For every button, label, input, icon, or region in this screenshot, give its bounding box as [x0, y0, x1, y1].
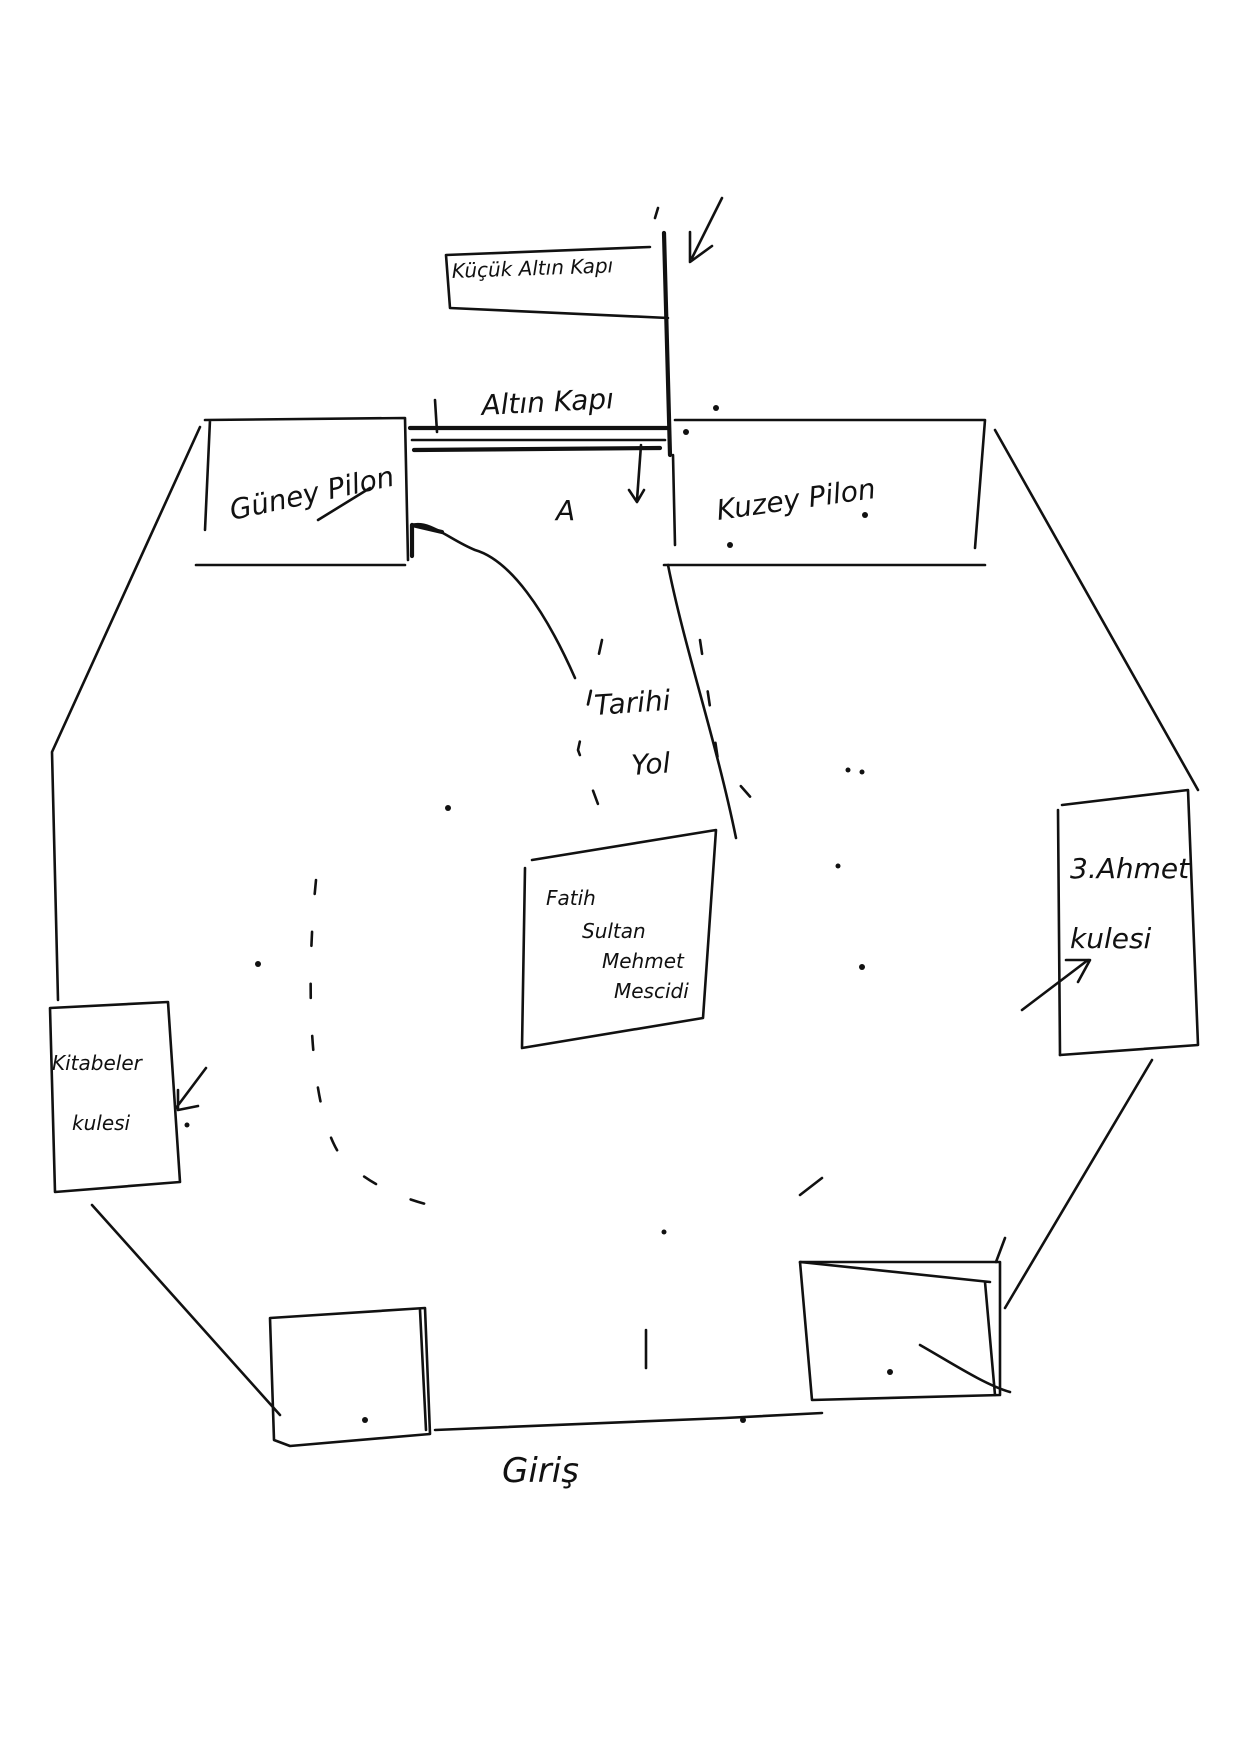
fatih-label-4: Mescidi	[614, 979, 689, 1003]
ink-dots	[255, 767, 865, 970]
guney-pilon	[194, 416, 410, 567]
altin-kapi-label: Altın Kapı	[479, 382, 615, 422]
tarihi-yol-arrow	[409, 522, 577, 680]
kucuk-altin-kapi-gate	[444, 206, 673, 458]
kitabeler-kulesi	[48, 1000, 208, 1194]
tarihi-yol-road	[576, 563, 762, 840]
fatih-label-3: Mehmet	[602, 949, 685, 973]
outer-wall	[50, 425, 1200, 1432]
kucuk-altin-kapi-arrow	[688, 196, 724, 264]
entrance-left-tower	[268, 1306, 432, 1448]
giris-label: Giriş	[502, 1451, 579, 1491]
kuzey-pilon	[662, 418, 987, 567]
ahmet-kulesi	[1020, 788, 1200, 1057]
fatih-label-2: Sultan	[582, 919, 646, 943]
yol-label: Yol	[630, 746, 671, 782]
tarihi-label: Tarihi	[593, 684, 671, 722]
entrance-right-tower	[798, 1236, 1012, 1402]
fatih-label-1: Fatih	[546, 886, 596, 910]
kuzey-pilon-label: Kuzey Pilon	[714, 472, 877, 527]
altin-kapi-gate	[407, 398, 719, 504]
ahmet-label-2: kulesi	[1070, 922, 1152, 955]
marker-a: A	[554, 494, 575, 527]
kitabeler-label-1: Kitabeler	[52, 1051, 144, 1075]
fatih-mescidi	[520, 828, 718, 1050]
ahmet-label-1: 3.Ahmet	[1070, 852, 1190, 885]
guney-pilon-label: Güney Pilon	[227, 460, 397, 527]
kucuk-altin-kapi-label: Küçük Altın Kapı	[451, 253, 613, 283]
courtyard-path	[309, 878, 824, 1423]
kitabeler-label-2: kulesi	[72, 1111, 131, 1135]
